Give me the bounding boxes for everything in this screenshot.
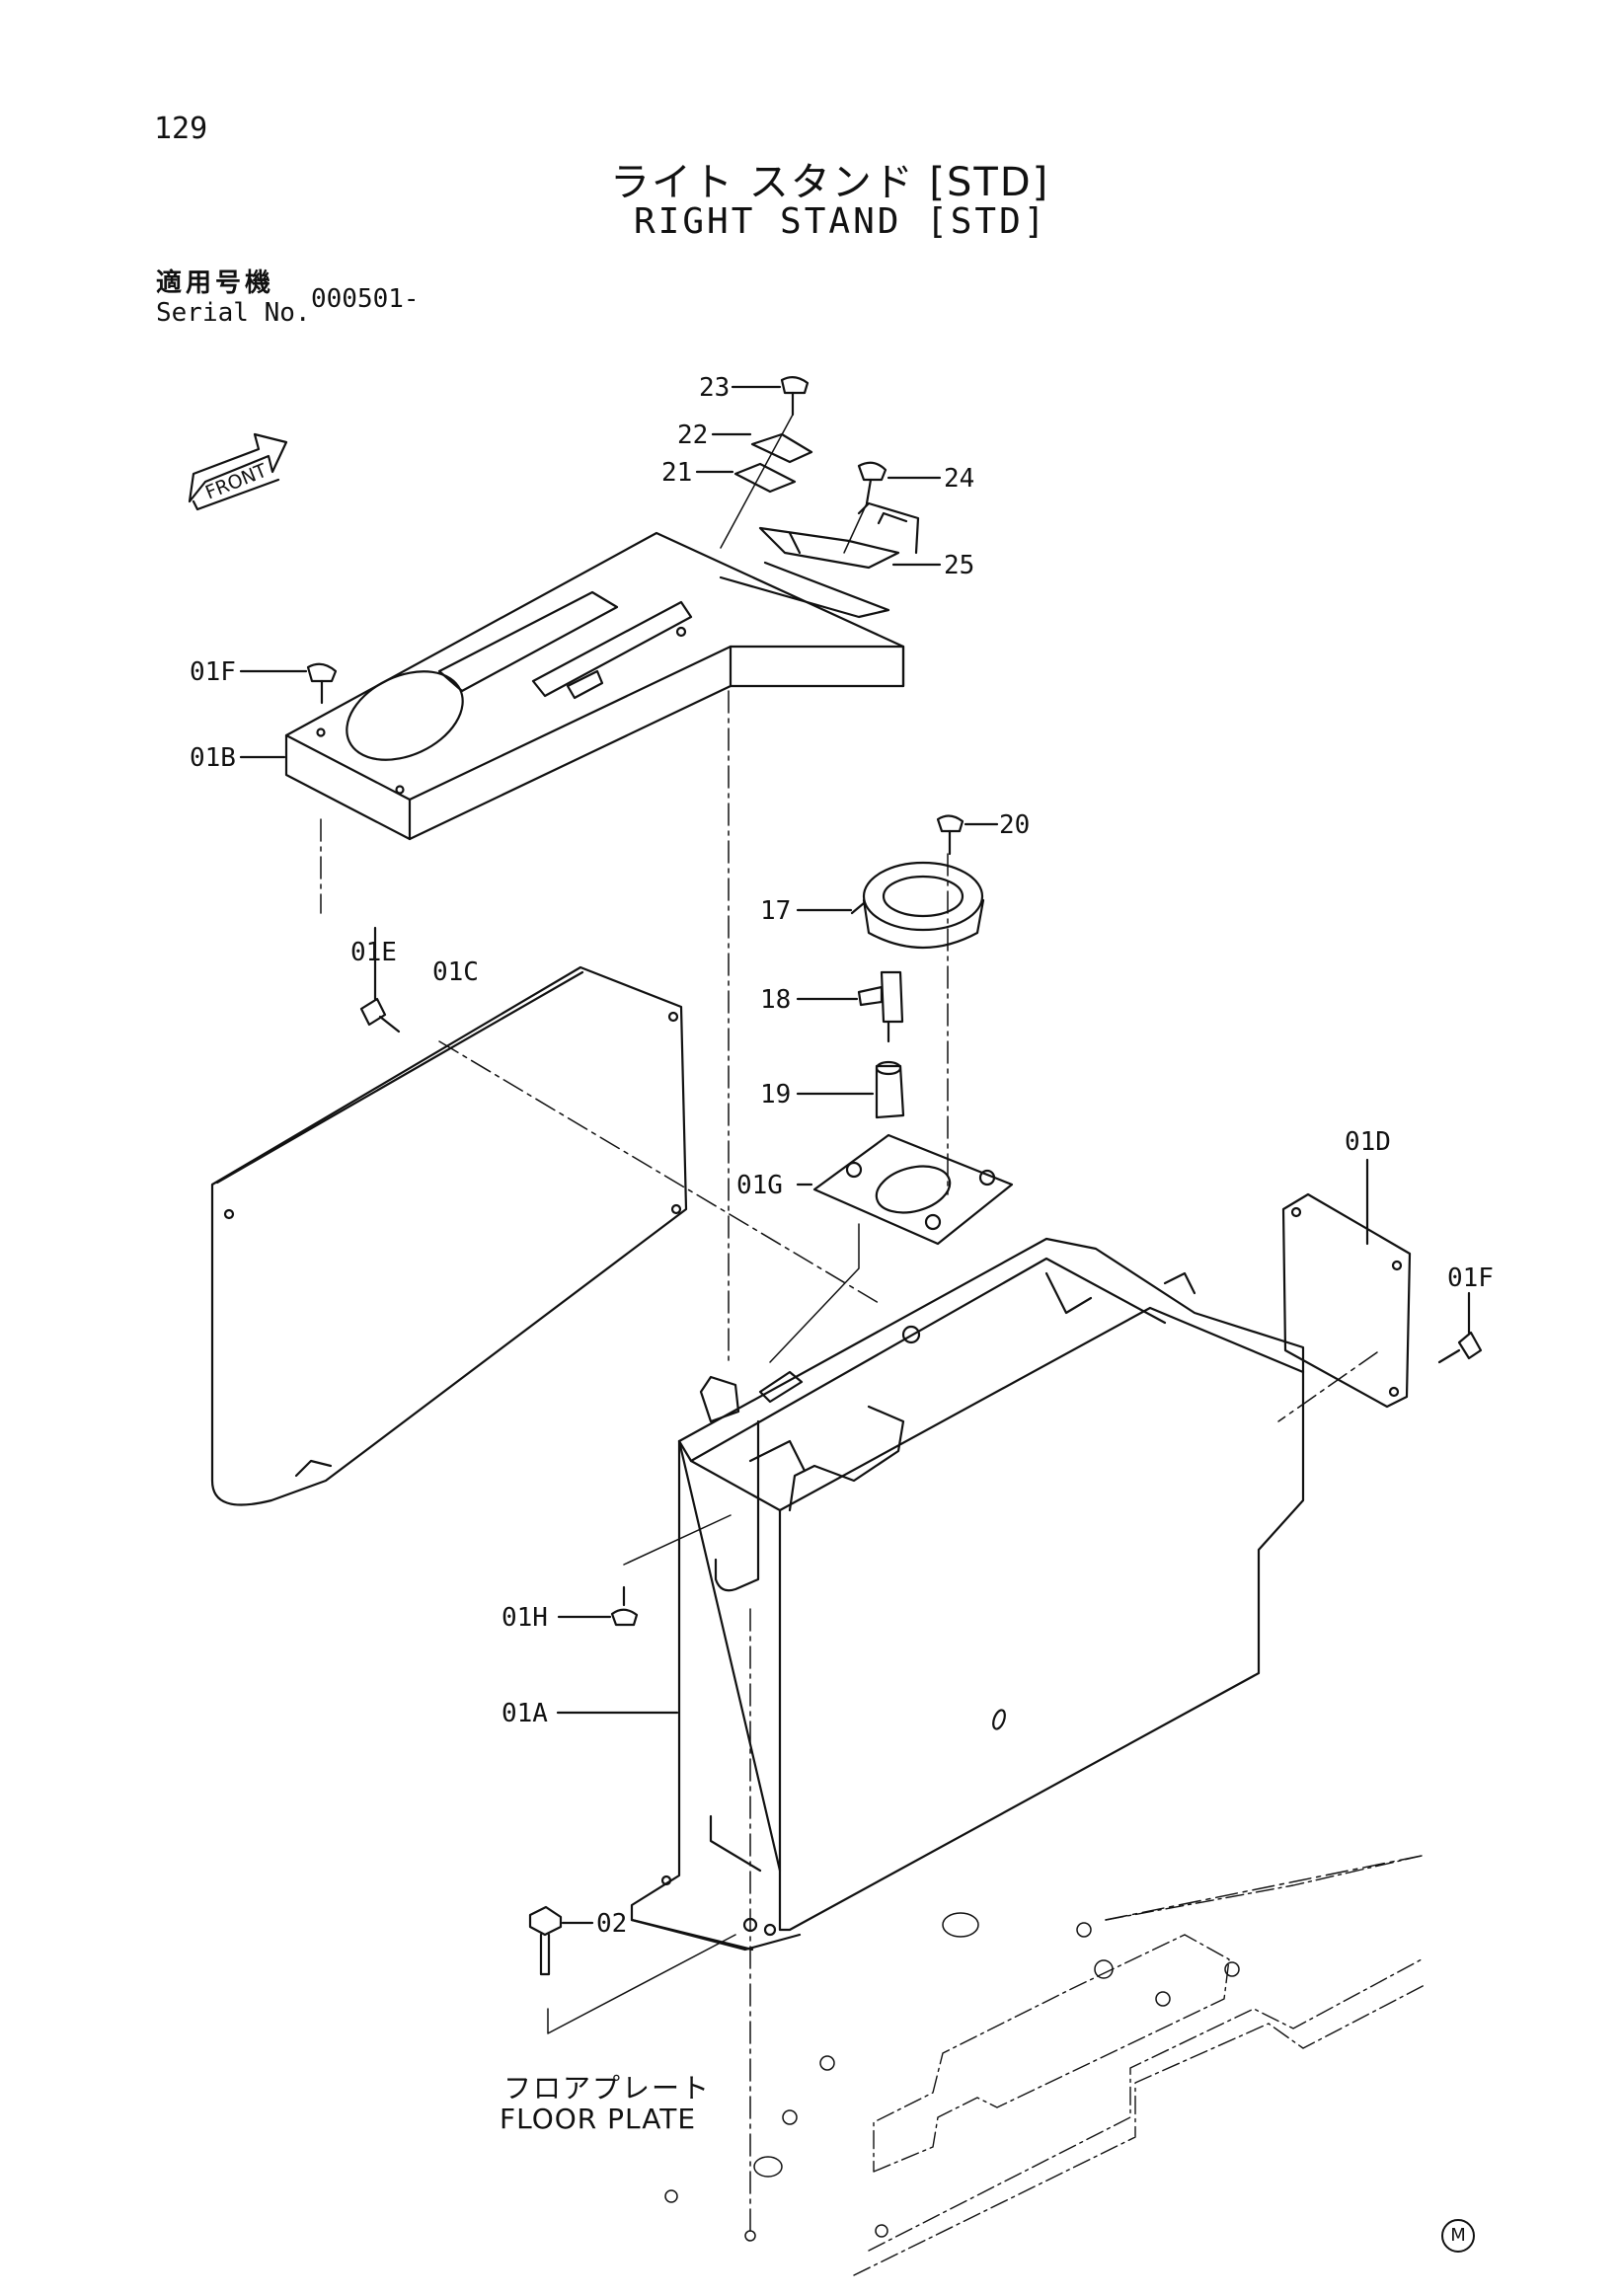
page-title-english: RIGHT STAND [STD] (634, 201, 1048, 242)
side-panel (210, 965, 688, 1506)
pad-22 (750, 432, 813, 464)
pad-21 (733, 462, 797, 494)
callout-20: 20 (999, 810, 1031, 840)
callout-22: 22 (677, 421, 709, 450)
bolt-01f-top-icon (306, 662, 338, 705)
fitting-18 (857, 970, 904, 1043)
mounting-plate (812, 1133, 1014, 1246)
callout-01f-top: 01F (190, 657, 236, 687)
callout-01c: 01C (432, 957, 479, 987)
corner-mark-icon: M (1441, 2219, 1475, 2253)
callout-17: 17 (760, 896, 792, 926)
callout-01f-right: 01F (1447, 1263, 1494, 1293)
bolt-24-icon (857, 461, 887, 505)
stand-box (630, 1237, 1305, 1952)
callout-18: 18 (760, 985, 792, 1015)
callout-02: 02 (596, 1909, 628, 1939)
callout-01e: 01E (350, 938, 397, 967)
floor-plate-holes (664, 1912, 1240, 2242)
callout-01g: 01G (736, 1171, 783, 1200)
rear-cover-plate (1281, 1192, 1412, 1409)
serial-label-english: Serial No. (156, 298, 311, 328)
floor-plate-label-japanese: フロアプレート (503, 2072, 712, 2105)
top-cover-plate (284, 531, 905, 841)
callout-19: 19 (760, 1080, 792, 1110)
hinge-bracket (758, 501, 920, 570)
callout-01a: 01A (501, 1699, 548, 1728)
callout-21: 21 (661, 458, 693, 488)
work-light (850, 861, 985, 949)
callout-01h: 01H (501, 1603, 548, 1633)
callout-23: 23 (699, 373, 731, 403)
front-arrow-icon: FRONT (188, 432, 288, 511)
serial-number-value: 000501- (311, 284, 420, 314)
page-title-japanese: ライト スタンド [STD] (610, 160, 1050, 205)
bolt-23-icon (780, 376, 810, 417)
bolt-01h-icon (610, 1514, 732, 1627)
bolt-20-icon (936, 814, 964, 856)
callout-25: 25 (944, 551, 975, 580)
bolt-02-icon (528, 1905, 736, 2034)
bolt-01e-icon (359, 926, 401, 1033)
page-number: 129 (154, 112, 208, 146)
callout-01d: 01D (1345, 1127, 1391, 1157)
floor-plate-label-english: FLOOR PLATE (500, 2103, 697, 2135)
bolt-01f-right-icon (1437, 1291, 1483, 1364)
callout-24: 24 (944, 464, 975, 494)
nut-19 (875, 1060, 905, 1119)
floor-plate-outline (853, 1855, 1427, 2276)
serial-label-japanese: 適用号機 (156, 268, 275, 298)
callout-01b: 01B (190, 743, 236, 773)
